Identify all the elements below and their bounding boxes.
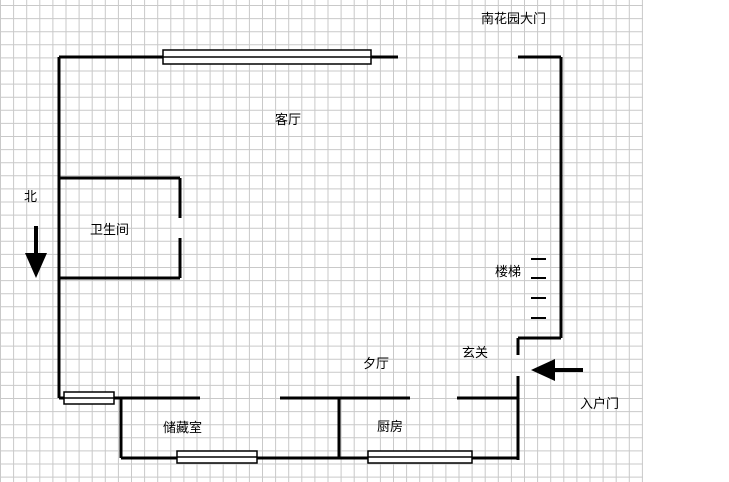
entry-door-label: 入户门: [580, 397, 620, 412]
storage-room-label: 储藏室: [163, 421, 203, 436]
kitchen-label: 厨房: [377, 420, 404, 435]
stairs-label: 楼梯: [495, 265, 522, 280]
entrance-hall-label: 玄关: [462, 346, 489, 361]
windows: [63, 49, 473, 464]
entry-arrow-icon: [531, 359, 583, 381]
dining-room-label: 夕厅: [363, 357, 390, 372]
stair-treads: [531, 258, 546, 319]
south-garden-gate-label: 南花园大门: [481, 12, 547, 27]
living-room-label: 客厅: [275, 113, 302, 128]
bathroom-label: 卫生间: [90, 223, 130, 238]
north-arrow-icon: [25, 226, 47, 278]
grid-background: [0, 0, 643, 482]
north-label: 北: [24, 190, 38, 205]
